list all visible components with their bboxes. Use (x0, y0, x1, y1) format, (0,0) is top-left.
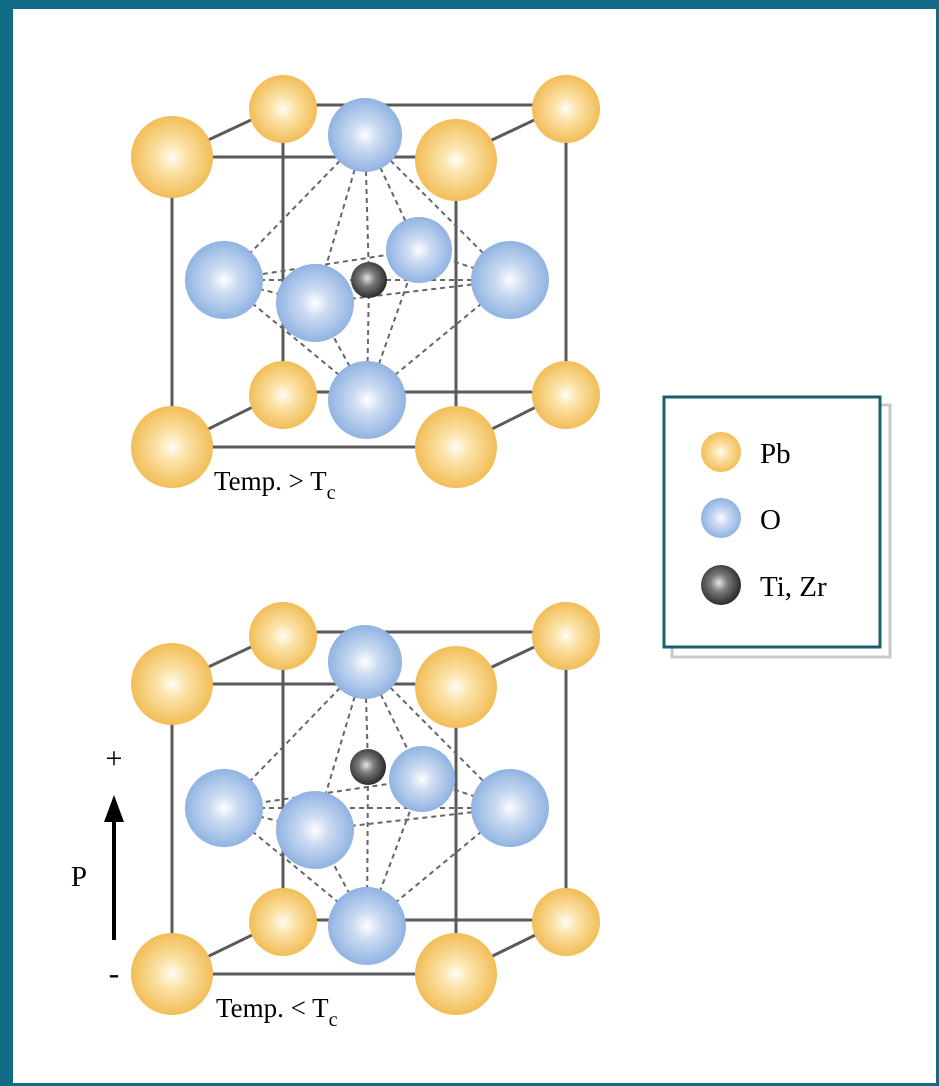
o-atom (328, 98, 402, 172)
polarization-plus-label: + (106, 742, 123, 775)
pb-atom (131, 643, 213, 725)
pb-atom (415, 406, 497, 488)
legend-box (662, 395, 882, 649)
polarization-arrow-head (104, 795, 124, 822)
pb-atom (532, 361, 600, 429)
pb-atom (131, 933, 213, 1015)
o-atom (185, 769, 263, 847)
pb-legend-icon (701, 432, 741, 472)
pb-atom (532, 602, 600, 670)
pb-atom (415, 646, 497, 728)
legend-label-ti-zr: Ti, Zr (760, 571, 827, 603)
ti-zr-legend-icon (701, 565, 741, 605)
top-unit-cell: Temp. > Tc (131, 75, 600, 504)
legend: Pb O Ti, Zr (662, 395, 892, 659)
ti-zr-atom (351, 262, 387, 298)
o-atom (328, 361, 406, 439)
bottom-temperature-label: Temp. < Tc (216, 993, 338, 1031)
pb-atom (131, 116, 213, 198)
o-atom (386, 217, 452, 283)
o-atom (185, 241, 263, 319)
legend-item-o: O (701, 498, 781, 538)
bottom-atoms (131, 602, 600, 1015)
pb-atom (131, 406, 213, 488)
pb-atom (249, 888, 317, 956)
o-atom (389, 746, 455, 812)
o-atom (471, 241, 549, 319)
o-atom (276, 264, 354, 342)
legend-label-pb: Pb (760, 438, 791, 470)
pb-atom (415, 933, 497, 1015)
pb-atom (249, 75, 317, 143)
o-atom (328, 625, 402, 699)
o-atom (471, 769, 549, 847)
legend-item-pb: Pb (701, 432, 791, 472)
o-legend-icon (701, 498, 741, 538)
legend-label-o: O (760, 504, 781, 536)
polarization-indicator: + - P (71, 742, 124, 991)
pb-atom (249, 361, 317, 429)
ti-zr-atom (350, 749, 386, 785)
polarization-minus-label: - (109, 955, 120, 991)
pb-atom (249, 602, 317, 670)
legend-item-ti-zr: Ti, Zr (701, 565, 827, 605)
o-atom (328, 887, 406, 965)
pb-atom (532, 75, 600, 143)
pb-atom (415, 119, 497, 201)
bottom-unit-cell: Temp. < Tc + - P (71, 602, 600, 1031)
pb-atom (532, 888, 600, 956)
polarization-symbol: P (71, 861, 87, 893)
o-atom (276, 791, 354, 869)
top-atoms (131, 75, 600, 488)
top-temperature-label: Temp. > Tc (214, 466, 336, 504)
